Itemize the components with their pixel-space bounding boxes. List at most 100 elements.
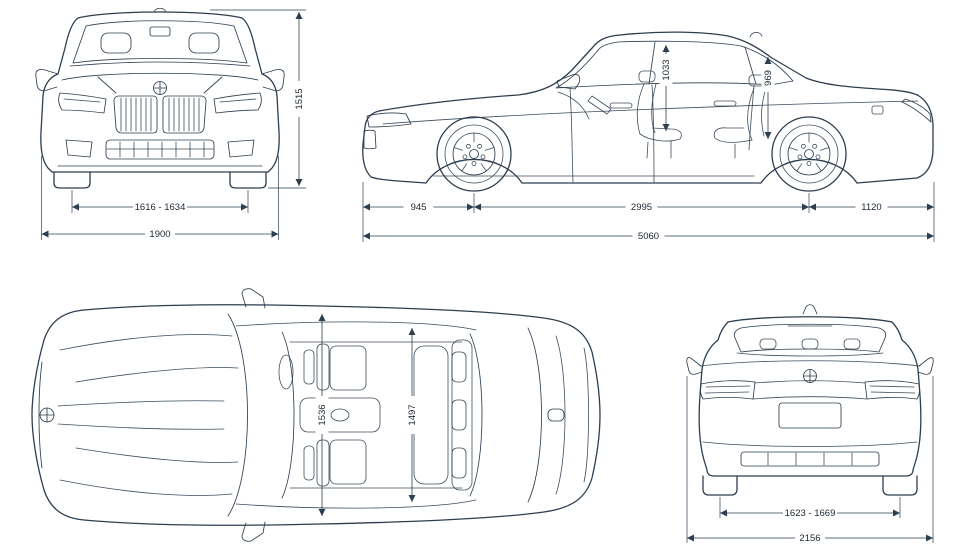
- side-rear-door-cut: [748, 84, 755, 151]
- dim-side-rear-overhang: 1120: [809, 201, 934, 213]
- rear-track-value: 1623 - 1669: [785, 508, 836, 519]
- top-left-mirror: [241, 288, 266, 309]
- side-glasshouse: [555, 40, 794, 89]
- top-body-outline: [31, 304, 601, 526]
- side-mirror: [556, 74, 581, 90]
- rear-view: [686, 304, 934, 496]
- rear-license-plate-recess: [778, 402, 842, 429]
- side-front-overhang-value: 945: [411, 202, 427, 213]
- side-length-value: 5060: [638, 231, 659, 242]
- top-view: [31, 288, 601, 542]
- side-rear-wheel: [771, 116, 847, 192]
- top-front-bumper-line: [38, 361, 43, 469]
- dim-front-width: 1900: [41, 156, 279, 240]
- top-windshield-top-edge: [281, 331, 295, 499]
- side-fuel-door: [871, 105, 884, 115]
- side-wheelbase-value: 2995: [631, 202, 652, 213]
- rear-diffuser: [740, 451, 880, 467]
- rear-view-dimensions: 1623 - 1669 2156: [686, 376, 934, 544]
- front-right-mirror: [261, 68, 285, 92]
- front-lower-intake: [57, 139, 263, 167]
- dim-side-length: 5060: [363, 230, 934, 242]
- top-glass-line-lower: [235, 499, 477, 509]
- rear-trunk-seam-lower: [752, 396, 868, 400]
- rear-left-mirror: [686, 357, 703, 375]
- side-grille-edge: [363, 129, 377, 150]
- front-cowl-line: [69, 61, 251, 67]
- dim-side-wheelbase: 2995: [474, 201, 809, 213]
- front-hood-crease-right: [203, 76, 223, 94]
- side-front-door-handle: [609, 102, 633, 109]
- rear-taillights: [699, 380, 921, 400]
- front-left-mirror: [35, 68, 59, 92]
- top-rear-window-base: [527, 327, 542, 503]
- rear-shark-fin-antenna-icon: [802, 304, 818, 315]
- front-track-value: 1616 - 1634: [135, 202, 186, 213]
- rear-shoulder-line: [699, 360, 921, 367]
- rear-trunk-seam-upper: [754, 380, 866, 384]
- side-c-pillar-divider: [744, 46, 757, 85]
- front-kidney-grille: [113, 95, 207, 134]
- dim-front-height: 1515: [210, 9, 306, 189]
- side-view-dimensions: 1033 969 945 2995 1120 5060: [362, 45, 935, 242]
- front-wheels: [53, 171, 267, 189]
- front-body-outline: [40, 11, 280, 173]
- rear-window: [733, 323, 887, 353]
- front-height-value: 1515: [294, 88, 305, 109]
- front-windshield: [72, 20, 248, 64]
- side-taillight: [901, 98, 932, 123]
- top-view-dimensions: 1536 1497: [315, 314, 419, 516]
- dim-side-rear-headroom: 969: [761, 57, 775, 139]
- dim-top-front-interior-width: 1536: [315, 314, 329, 516]
- dim-rear-track: 1623 - 1669: [719, 497, 901, 519]
- front-rearview-mirror: [149, 26, 171, 37]
- rear-headrest-left: [759, 338, 777, 350]
- side-front-headroom-value: 1033: [661, 59, 672, 80]
- front-left-headrest: [100, 32, 132, 54]
- side-body-outline: [362, 31, 934, 184]
- top-hood-creases: [57, 334, 239, 496]
- bmw-roundel-icon: [153, 81, 167, 95]
- top-right-mirror: [241, 521, 266, 542]
- rear-width-incl-mirrors-value: 2156: [799, 533, 820, 544]
- dim-side-front-overhang: 945: [363, 201, 474, 213]
- side-front-door-cut: [569, 87, 574, 183]
- rear-headrest-right: [843, 338, 861, 350]
- dim-front-track: 1616 - 1634: [71, 190, 249, 213]
- dim-rear-width-incl-mirrors: 2156: [686, 376, 934, 544]
- side-interior-ghost: [557, 70, 767, 159]
- top-interior-ghost: [278, 339, 473, 491]
- rear-headrest-center: [801, 338, 819, 350]
- top-bmw-roundel-icon: [39, 407, 55, 423]
- front-width-value: 1900: [149, 229, 170, 240]
- rear-right-mirror: [917, 357, 934, 375]
- side-mid-door-cut: [651, 84, 655, 184]
- side-character-line: [382, 100, 919, 125]
- top-spoiler-edge: [583, 347, 589, 483]
- rear-wheels: [702, 475, 918, 496]
- top-shark-fin-antenna-icon: [547, 408, 565, 422]
- side-roof-antenna-icon: [749, 31, 763, 38]
- side-rear-overhang-value: 1120: [861, 202, 881, 213]
- top-glass-line-upper: [235, 321, 477, 331]
- front-hood-line: [61, 72, 259, 81]
- front-view: [35, 7, 285, 189]
- top-rear-interior-width-value: 1497: [407, 404, 418, 425]
- front-hood-crease-left: [97, 76, 117, 94]
- front-view-dimensions: 1515 1616 - 1634 1900: [41, 9, 306, 240]
- side-b-pillar: [648, 41, 656, 85]
- dim-side-front-headroom: 1033: [659, 45, 673, 131]
- front-headlights: [58, 92, 262, 114]
- top-front-interior-width-value: 1536: [317, 404, 328, 425]
- dim-top-rear-interior-width: 1497: [405, 328, 419, 502]
- side-front-wheel: [436, 116, 512, 192]
- rear-shelf-line: [736, 352, 884, 357]
- rear-bumper-crease: [702, 441, 918, 447]
- side-rear-headroom-value: 969: [763, 70, 774, 86]
- top-roof-rear-edge: [469, 333, 483, 497]
- side-headlight: [366, 112, 412, 128]
- top-trunk-line: [555, 335, 566, 495]
- side-rear-door-handle: [713, 100, 737, 107]
